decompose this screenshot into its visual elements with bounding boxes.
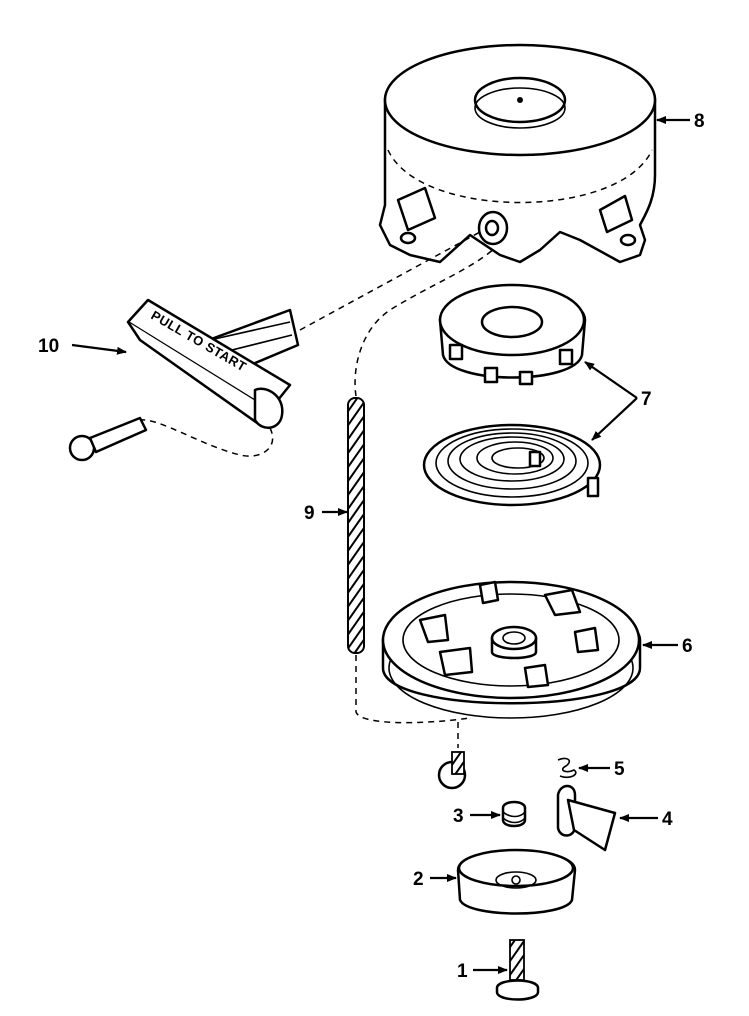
callout-3: 3 <box>453 806 464 827</box>
callout-4: 4 <box>662 809 673 830</box>
callout-10: 10 <box>38 336 59 357</box>
retainer-part-2 <box>456 848 577 915</box>
arrow-10 <box>71 343 127 355</box>
callout-1: 1 <box>457 961 468 982</box>
pawl-screw <box>437 722 467 790</box>
spring-part-3 <box>501 800 527 828</box>
callout-6: 6 <box>682 636 693 657</box>
callout-9: 9 <box>304 503 315 524</box>
callout-8: 8 <box>694 111 705 132</box>
callout-arrows <box>71 116 690 974</box>
callout-labels: 8 10 7 9 6 5 3 4 2 1 <box>38 111 705 982</box>
callout-7: 7 <box>641 389 652 410</box>
callout-2: 2 <box>413 869 424 890</box>
arrow-7b <box>591 397 638 441</box>
pawl-part-4 <box>556 784 617 852</box>
starter-housing <box>378 43 657 264</box>
starter-rope <box>347 247 496 724</box>
spring-part-5 <box>557 757 577 779</box>
callout-5: 5 <box>614 759 625 780</box>
rope-pulley <box>381 580 642 719</box>
starter-handle: PULL TO START <box>68 231 481 462</box>
rewind-spring-assembly <box>422 283 602 507</box>
arrow-7a <box>584 361 638 399</box>
screw-part-1 <box>495 939 540 1001</box>
